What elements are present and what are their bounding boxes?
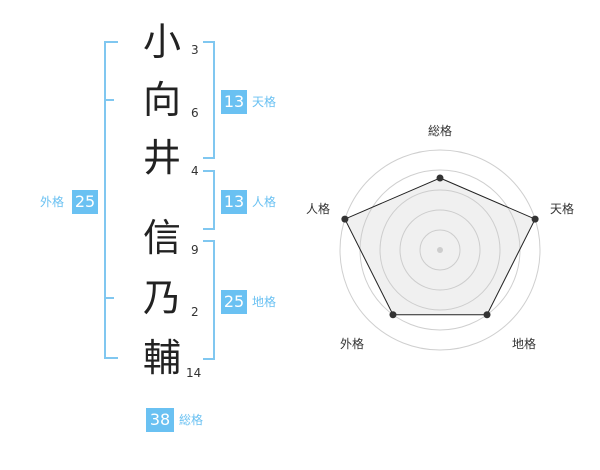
name-char-6: 輔: [142, 336, 181, 380]
soukaku-label: 総格: [179, 413, 204, 427]
soukaku-value-badge: 38: [146, 408, 174, 432]
radar-point-5: [341, 215, 349, 223]
stroke-count-4: 9: [191, 243, 199, 257]
gaikaku-label: 外格: [40, 195, 65, 209]
radar-points: [341, 174, 539, 319]
name-char-2: 向: [142, 78, 181, 122]
radar-label-gaikaku: 外格: [339, 337, 364, 351]
radar-score-polygon: [344, 177, 536, 316]
radar-point-2: [531, 215, 539, 223]
radar-point-3: [483, 311, 491, 319]
radar-point-4: [389, 311, 397, 319]
name-char-1: 小: [142, 20, 181, 64]
jinkaku-label: 人格: [252, 195, 277, 209]
name-char-5: 乃: [142, 276, 181, 320]
stroke-count-1: 3: [191, 43, 199, 57]
radar-label-tenkaku: 天格: [549, 202, 574, 216]
tenkaku-label: 天格: [252, 95, 277, 109]
radar-point-1: [436, 174, 444, 182]
name-char-3: 井: [142, 136, 181, 180]
tenkaku-value-badge: 13: [221, 90, 247, 114]
chikaku-label: 地格: [252, 295, 277, 309]
radar-grid-ring-4: [399, 209, 481, 291]
radar-grid-ring-3: [379, 189, 501, 311]
radar-label-jinkaku: 人格: [305, 202, 330, 216]
radar-grid-ring-1: [339, 149, 541, 351]
name-char-4: 信: [142, 216, 181, 260]
chikaku-value-badge: 25: [221, 290, 247, 314]
stroke-count-6: 14: [186, 366, 202, 380]
radar-grid-ring-5: [419, 229, 461, 271]
jinkaku-value-badge: 13: [221, 190, 247, 214]
stroke-count-3: 4: [191, 164, 199, 178]
gaikaku-value-badge: 25: [72, 190, 98, 214]
radar-center-dot: [437, 247, 443, 253]
stroke-count-5: 2: [191, 305, 199, 319]
stroke-count-2: 6: [191, 106, 199, 120]
radar-label-chikaku: 地格: [511, 337, 536, 351]
radar-label-soukaku: 総格: [427, 124, 452, 138]
